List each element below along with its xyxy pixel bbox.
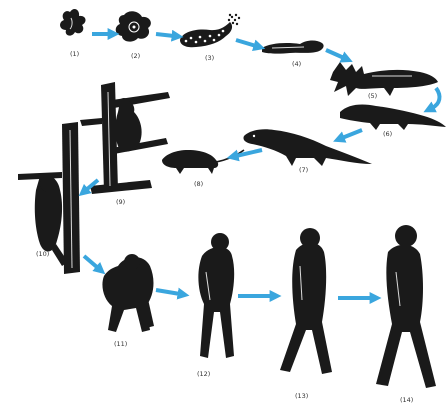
stage-4-early-chordate <box>262 40 324 53</box>
stage-3-colony-organism <box>180 14 240 47</box>
stage-label-4: (4) <box>292 60 301 68</box>
stage-13-upright-hominid <box>280 228 332 374</box>
stage-5-fish <box>330 62 438 96</box>
stage-label-6: (6) <box>383 130 392 138</box>
stage-label-10: (10) <box>36 250 49 258</box>
arrow-6-7 <box>342 130 362 138</box>
arrow-4-5 <box>326 50 344 58</box>
stage-9-tree-primate <box>80 82 170 194</box>
stage-label-14: (14) <box>400 396 413 404</box>
stage-labels: (1) (2) (3) (4) (5) (6) (7) (8) (9) (10)… <box>36 50 413 404</box>
arrow-2-3 <box>156 34 174 36</box>
stage-label-8: (8) <box>194 180 203 188</box>
stage-label-13: (13) <box>295 392 308 400</box>
stage-label-3: (3) <box>205 54 214 62</box>
stage-label-7: (7) <box>299 166 308 174</box>
stage-label-5: (5) <box>368 92 377 100</box>
arrow-5-6 <box>432 88 439 108</box>
stage-label-12: (12) <box>197 370 210 378</box>
stage-label-11: (11) <box>114 340 127 348</box>
arrow-10-11 <box>84 256 98 268</box>
arrow-3-4 <box>236 40 256 46</box>
stage-2-nucleated-cell <box>116 11 151 41</box>
stage-6-amphibian <box>340 104 446 130</box>
stage-label-2: (2) <box>131 52 140 60</box>
stage-11-ape <box>102 254 154 332</box>
stage-14-modern-human <box>376 225 436 388</box>
stage-12-early-hominid <box>198 233 234 358</box>
stage-1-single-cell <box>60 9 85 36</box>
stage-8-early-mammal <box>162 150 244 174</box>
stage-label-9: (9) <box>116 198 125 206</box>
arrow-11-12 <box>156 290 180 294</box>
stage-label-1: (1) <box>70 50 79 58</box>
